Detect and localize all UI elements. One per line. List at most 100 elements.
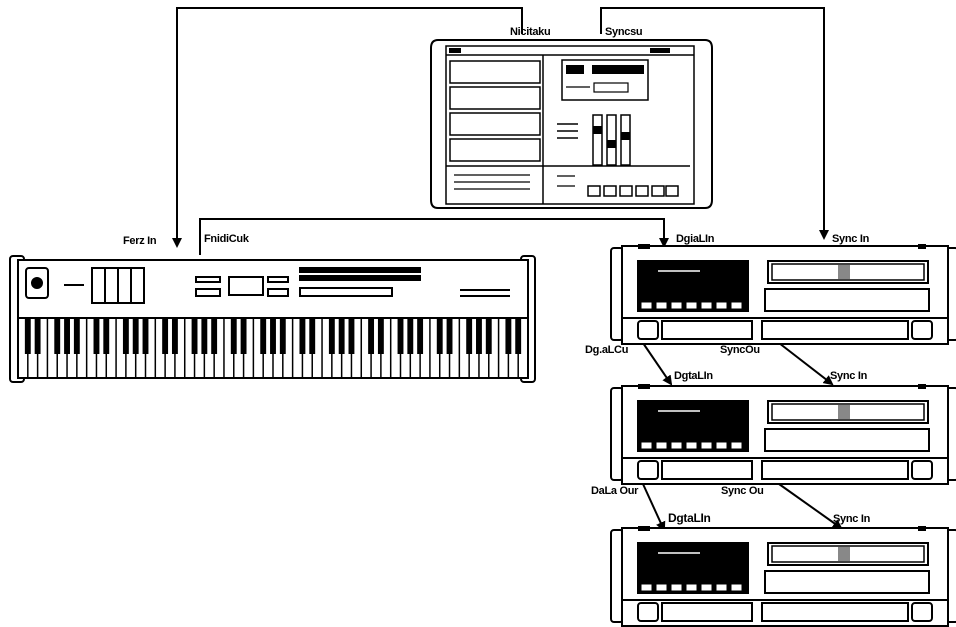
label-rack1-digital-in: DgiaLIn [676,233,715,245]
piano-keys [24,318,522,378]
rack-foot-right [911,320,933,340]
display-button [656,442,667,449]
black-key [338,318,345,354]
tape-indicator [838,547,850,561]
display-button [716,584,727,591]
rack-panel [764,570,930,594]
black-key [348,318,355,354]
black-key [132,318,139,354]
label-rack2-sync-in: Sync In [830,370,868,382]
display-button [656,584,667,591]
rack-foot-right [911,602,933,622]
rack-unit-3 [610,526,956,627]
tape-indicator [838,265,850,279]
display-button [716,442,727,449]
black-key [103,318,110,354]
display-button [701,442,712,449]
rack-led [638,244,650,249]
black-key [122,318,129,354]
black-key [377,318,384,354]
black-key [24,318,31,354]
black-key [417,318,424,354]
label-rack1-sync-in: Sync In [832,233,870,245]
label-rack1-digital-out: Dg.aLCu [585,344,628,356]
rack-led [918,384,926,389]
rack-foot-left [637,602,659,622]
display-button [731,302,742,309]
display-button [641,584,652,591]
display-button [671,302,682,309]
black-key [407,318,414,354]
label-rack2-digital-in: DgtaLIn [674,370,713,382]
black-key [446,318,453,354]
black-key [211,318,218,354]
rack-bay-right [761,460,909,480]
black-key [436,318,443,354]
tape-indicator [838,405,850,419]
line-computer-to-rack1-sync [600,7,829,240]
black-key [299,318,306,354]
rack-unit-1 [610,244,956,345]
display-button [686,442,697,449]
rack-foot-left [637,460,659,480]
label-computer-sync-out: Syncsu [605,26,642,38]
black-key [142,318,149,354]
black-key [64,318,70,354]
line-rack1-to-rack2-sync [778,342,834,386]
line-rack1-to-rack2-digital [642,342,673,386]
line-computer-to-keyboard [172,7,523,248]
rack-bay-right [761,320,909,340]
black-key [397,318,404,354]
rack-led [638,384,650,389]
black-key [73,318,80,354]
display-button [731,584,742,591]
display-button [701,584,712,591]
computer-monitor [430,39,713,209]
black-key [515,318,522,354]
label-computer-midi-out: Nicitaku [510,26,550,38]
label-rack2-sync-out: Sync Ou [721,485,764,497]
label-keyboard-midi-out: FnidiCuk [204,233,250,245]
black-key [191,318,198,354]
display-button [686,584,697,591]
label-rack3-digital-in: DgtaLIn [668,511,711,525]
rack-unit-2 [610,384,956,485]
keyboard-synth [9,255,536,383]
black-key [466,318,473,354]
labels: Ferz In FnidiCuk Nicitaku Syncsu DgiaLIn… [123,26,871,525]
line-rack2-to-rack3-digital [642,483,666,532]
black-key [93,318,100,354]
black-key [279,318,286,354]
rack-bay-left [661,460,753,480]
black-key [54,318,61,354]
black-key [309,318,316,354]
line-keyboard-to-rack1 [199,218,669,255]
connection-lines [172,7,843,532]
display-button [671,584,682,591]
rack-foot-right [911,460,933,480]
line-rack2-to-rack3-sync [778,483,843,530]
label-rack3-sync-in: Sync In [833,513,871,525]
black-key [505,318,512,354]
rack-bay-left [661,320,753,340]
black-key [171,318,178,354]
black-key [368,318,375,354]
display-button [656,302,667,309]
display-button [671,442,682,449]
display-button [641,302,652,309]
rack-bay-right [761,602,909,622]
rack-led [918,526,926,531]
black-key [240,318,247,354]
black-key [260,318,267,354]
display-button [716,302,727,309]
black-key [485,318,492,354]
display-button [731,442,742,449]
rack-foot-left [637,320,659,340]
label-keyboard-midi-in: Ferz In [123,235,157,247]
display-button [641,442,652,449]
black-key [270,318,276,354]
rack-bay-left [661,602,753,622]
label-rack1-sync-out: SyncOu [720,344,760,356]
black-key [162,318,169,354]
